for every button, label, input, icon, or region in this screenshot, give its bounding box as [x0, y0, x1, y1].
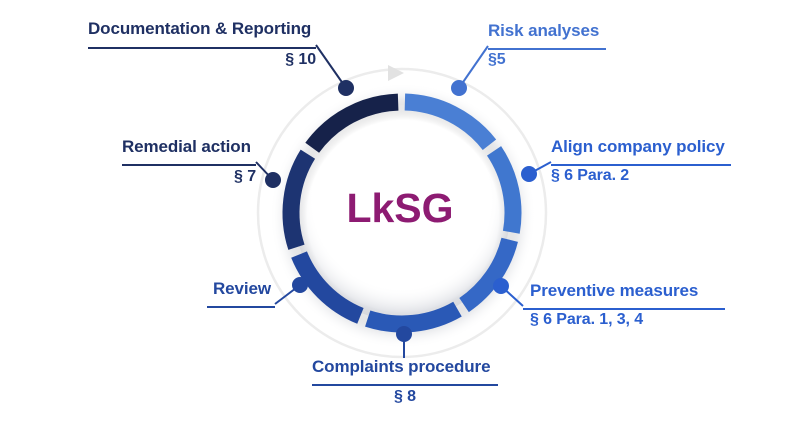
outer-guide-circle [256, 67, 548, 359]
node-label-risk-analyses[interactable]: Risk analyses [488, 22, 606, 40]
node-title-complaints-procedure: Complaints procedure [312, 357, 491, 376]
node-section-align-company-policy: § 6 Para. 2 [551, 167, 630, 184]
node-title-remedial-action: Remedial action [122, 137, 251, 156]
node-dot-remedial-action[interactable] [265, 172, 281, 188]
connector-line-risk-analyses [458, 45, 489, 89]
node-dot-preventive-measures[interactable] [493, 278, 509, 294]
node-section-risk-analyses: §5 [488, 51, 506, 68]
node-label-remedial-action[interactable]: Remedial action [122, 138, 256, 156]
node-dot-documentation-reporting[interactable] [338, 80, 354, 96]
node-label-complaints-procedure[interactable]: Complaints procedure [312, 358, 498, 376]
node-underline-align-company-policy [551, 164, 731, 166]
node-label-documentation-reporting[interactable]: Documentation & Reporting [88, 20, 316, 38]
node-section-remedial-action: § 7 [234, 168, 256, 185]
node-dot-complaints-procedure[interactable] [396, 326, 412, 342]
node-dot-align-company-policy[interactable] [521, 166, 537, 182]
node-underline-preventive-measures [523, 308, 725, 310]
node-underline-review [207, 306, 275, 308]
node-title-align-company-policy: Align company policy [551, 137, 725, 156]
node-dot-risk-analyses[interactable] [451, 80, 467, 96]
node-underline-complaints-procedure [312, 384, 498, 386]
node-title-preventive-measures: Preventive measures [530, 281, 699, 300]
node-title-documentation-reporting: Documentation & Reporting [88, 19, 312, 38]
node-title-risk-analyses: Risk analyses [488, 21, 600, 40]
ring-segments [282, 93, 522, 333]
node-underline-remedial-action [122, 164, 256, 166]
node-underline-documentation-reporting [88, 47, 316, 49]
ring-inner-shade [294, 105, 510, 321]
node-dot-review[interactable] [292, 277, 308, 293]
node-section-documentation-reporting: § 10 [285, 51, 316, 68]
node-label-preventive-measures[interactable]: Preventive measures [530, 282, 732, 300]
connector-line-documentation-reporting [315, 44, 347, 89]
connector-group [255, 44, 552, 358]
node-title-review: Review [213, 279, 271, 298]
node-section-preventive-measures: § 6 Para. 1, 3, 4 [530, 311, 644, 328]
node-label-review[interactable]: Review [213, 280, 281, 298]
node-section-complaints-procedure: § 8 [394, 388, 416, 405]
clockwise-arrow-icon [388, 65, 404, 81]
node-underline-risk-analyses [488, 48, 606, 50]
node-label-align-company-policy[interactable]: Align company policy [551, 138, 731, 156]
